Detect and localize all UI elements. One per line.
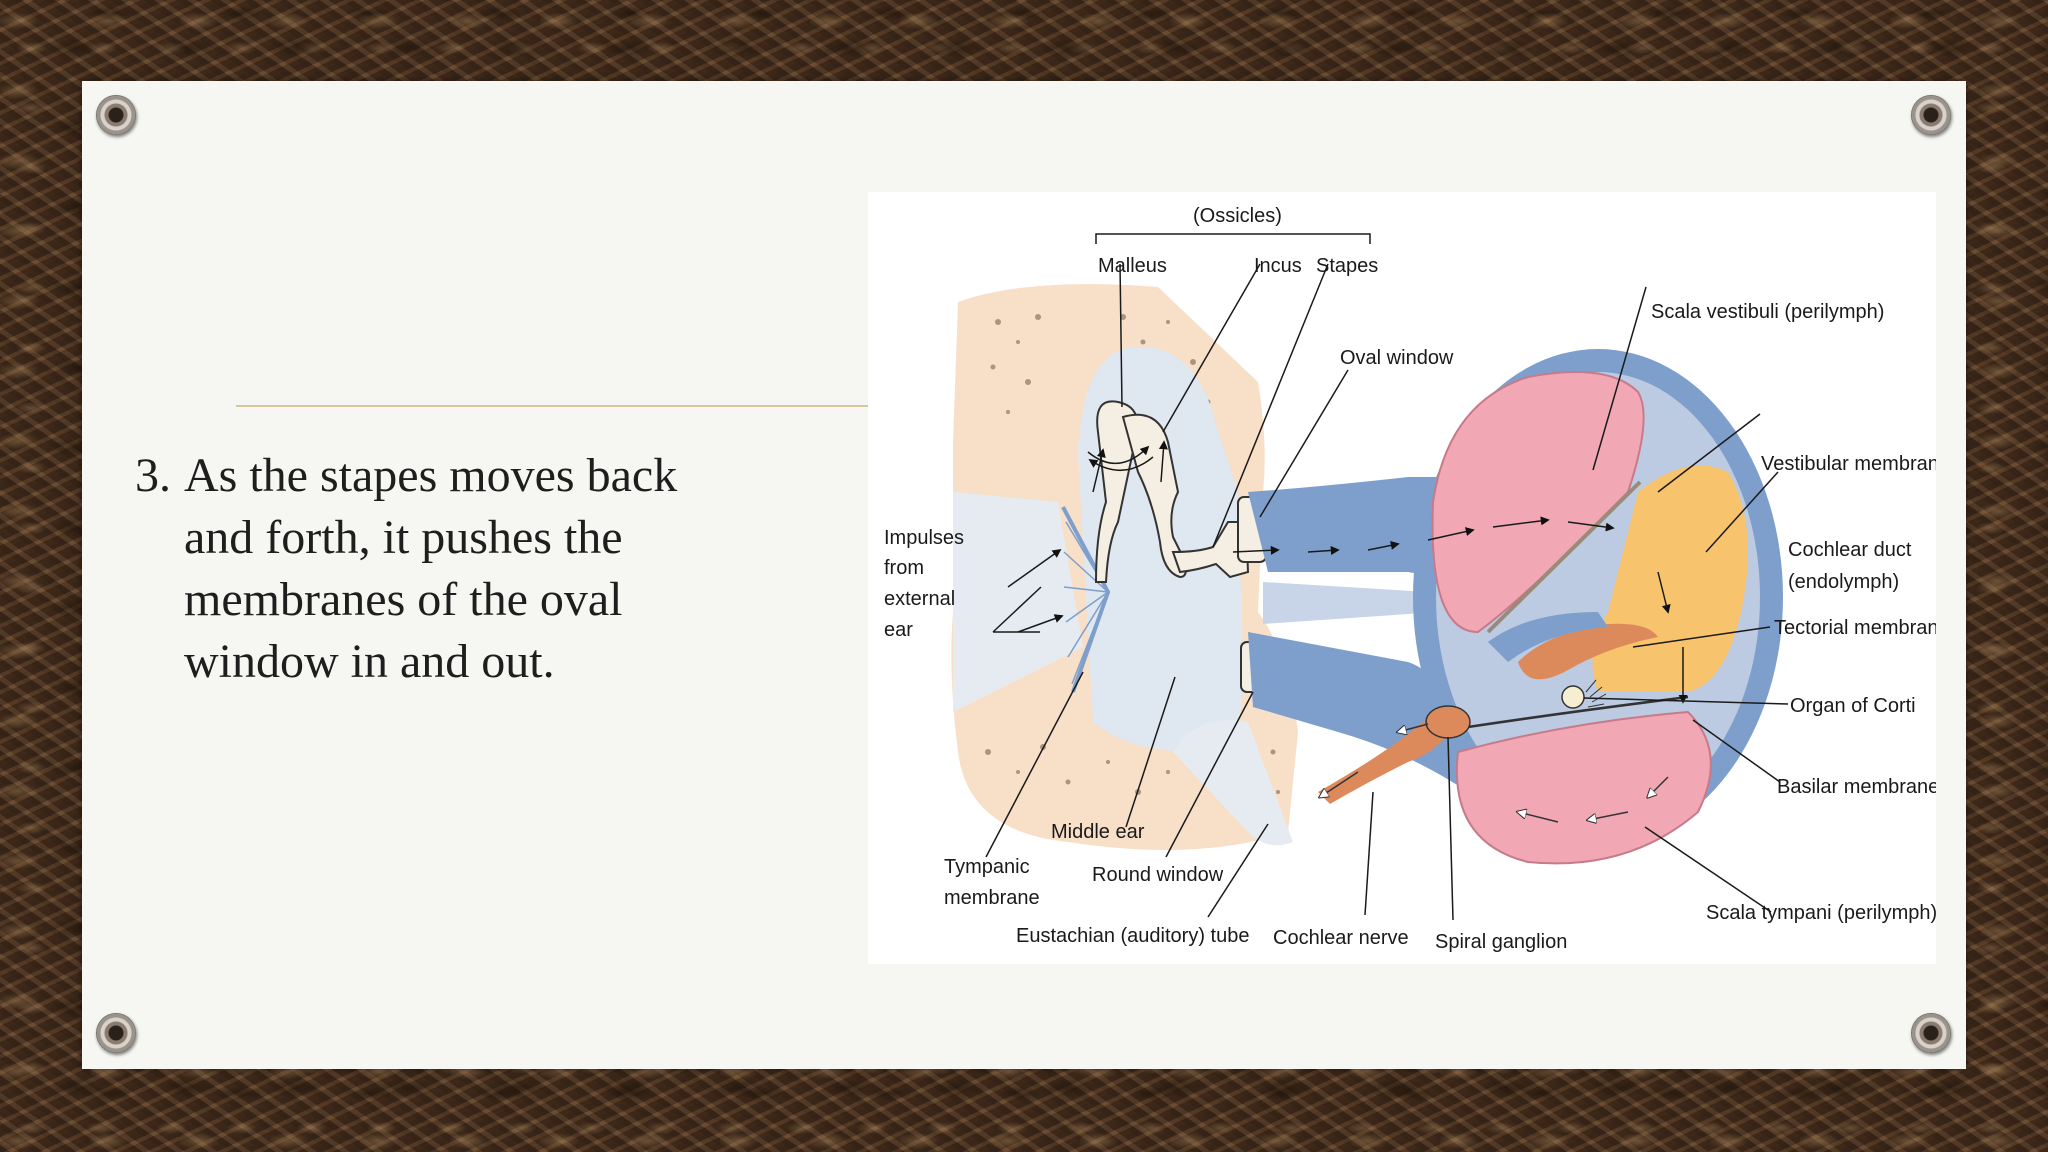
label-tectorial-membrane: Tectorial membrane (1774, 617, 1936, 639)
cochlea-inner-septum (1263, 582, 1438, 624)
ear-diagram: (Ossicles) Malleus Incus Stapes Oval win… (868, 192, 1936, 964)
label-impulses-external: external (884, 588, 955, 610)
label-organ-of-corti: Organ of Corti (1790, 695, 1916, 717)
label-cochlear-nerve: Cochlear nerve (1273, 927, 1409, 949)
eustachian-tube (1173, 720, 1293, 846)
impulse-arrows (1007, 548, 1064, 633)
scala-vestibuli (1431, 371, 1645, 634)
label-impulses-ear: ear (884, 619, 913, 641)
label-basilar-membrane: Basilar membrane (1777, 776, 1936, 798)
label-impulses-from: from (884, 557, 924, 579)
label-impulses: Impulses (884, 527, 964, 549)
label-tympanic: Tympanic (944, 856, 1030, 878)
ossicles-bracket (1095, 233, 1371, 244)
thumbtack-icon (1911, 95, 1951, 135)
cochlear-nerve (1318, 717, 1458, 804)
label-tympanic-membrane: membrane (944, 887, 1040, 909)
ossicle-motion-arrow (1088, 456, 1154, 472)
vestibular-membrane (1486, 480, 1642, 634)
label-scala-vestibuli: Scala vestibuli (perilymph) (1651, 301, 1884, 323)
label-stapes: Stapes (1316, 255, 1378, 277)
label-scala-tympani: Scala tympani (perilymph) (1706, 902, 1936, 924)
label-eustachian-tube: Eustachian (auditory) tube (1016, 925, 1249, 947)
leader-lines (985, 263, 1789, 921)
label-round-window: Round window (1092, 864, 1224, 886)
thumbtack-icon (1911, 1013, 1951, 1053)
external-ear-canal (953, 492, 1083, 712)
thumbtack-icon (96, 1013, 136, 1053)
label-incus: Incus (1254, 255, 1302, 277)
label-vestibular-membrane: Vestibular membrane (1761, 453, 1936, 475)
label-malleus: Malleus (1098, 255, 1167, 277)
cochlea-upper-channel (1248, 476, 1466, 573)
return-wave-arrows (1320, 723, 1669, 822)
thumbtack-icon (96, 95, 136, 135)
label-ossicles: (Ossicles) (1193, 205, 1282, 227)
label-oval-window: Oval window (1340, 347, 1454, 369)
label-middle-ear: Middle ear (1051, 821, 1145, 843)
stapes-bone (1171, 521, 1250, 579)
fluid-wave-arrows (1232, 516, 1688, 704)
tectorial-membrane (1518, 623, 1658, 680)
bullet-point: 3. As the stapes moves back and forth, i… (135, 445, 735, 693)
spiral-lamina (1488, 612, 1608, 662)
label-spiral-ganglion: Spiral ganglion (1435, 931, 1567, 953)
label-cochlear-duct-endolymph: (endolymph) (1788, 571, 1899, 593)
bullet-number: 3. (135, 449, 171, 502)
ear-diagram-svg: (Ossicles) Malleus Incus Stapes Oval win… (884, 205, 1936, 953)
organ-of-corti (1561, 685, 1585, 709)
spiral-ganglion (1425, 705, 1471, 739)
bullet-text: As the stapes moves back and forth, it p… (184, 449, 678, 688)
title-divider-line (236, 405, 870, 407)
ossicle-motion-arrow (1087, 445, 1150, 465)
ossicle-motion-arrow (1092, 448, 1106, 493)
ossicle-motion-arrow (1158, 440, 1168, 483)
scala-tympani (1455, 710, 1712, 865)
label-cochlear-duct: Cochlear duct (1788, 539, 1912, 561)
malleus-bone (1094, 400, 1139, 583)
